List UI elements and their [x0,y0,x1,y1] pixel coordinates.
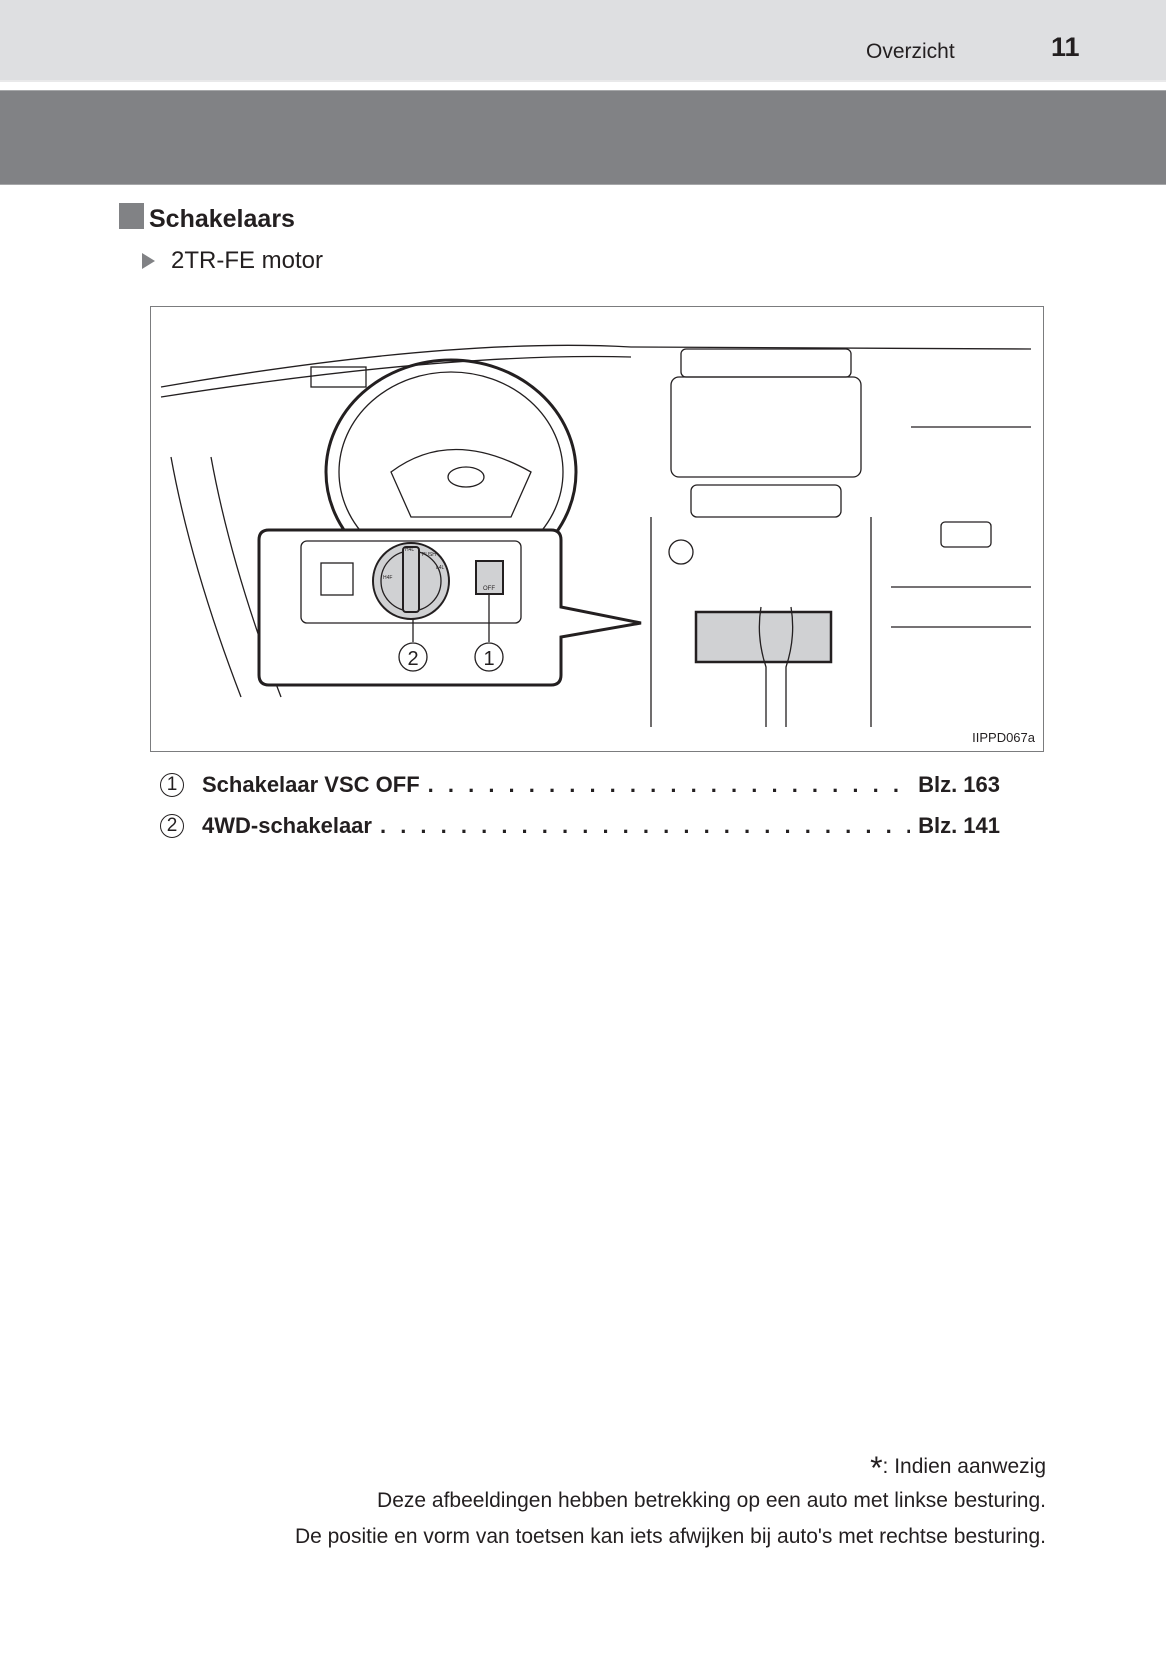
page-number: 11 [1051,32,1080,62]
title-band [0,90,1166,185]
subheading-text: 2TR-FE motor [171,247,324,274]
section-heading: Schakelaars [149,205,295,233]
figure-code: IIPPD067a [972,730,1035,745]
item-page-ref[interactable]: Blz. 163 [918,772,1000,797]
dial-label: H4F [383,575,392,581]
dashboard-drawing: 2 1 OFF H4F H4L PUSH L4L [160,344,1032,727]
subheading: 2TR-FE motor [142,247,323,275]
item-label: 4WD-schakelaar [202,813,372,838]
item-label: Schakelaar VSC OFF [202,772,420,797]
header-band [0,0,1166,82]
leader-dots [380,813,910,839]
triangle-bullet-icon [142,253,155,269]
list-item: 2 4WD-schakelaar Blz. 141 [160,813,1000,839]
list-item: 1 Schakelaar VSC OFF Blz. 163 [160,772,1000,798]
callout-2: 2 [407,648,418,670]
item-number: 1 [160,773,184,797]
section-title: Overzicht [866,40,955,63]
heading-square-icon [119,203,144,229]
item-page-ref[interactable]: Blz. 141 [918,813,1000,838]
vsc-off-label: OFF [483,586,495,592]
dial-label: H4L [405,547,414,553]
callout-1: 1 [483,648,494,670]
leader-dots [428,772,910,798]
dial-label: L4L [436,565,445,571]
dashboard-illustration: 2 1 OFF H4F H4L PUSH L4L IIPPD067a [150,306,1044,752]
footnote-line-2: De positie en vorm van toetsen kan iets … [294,1525,1046,1548]
footnote-line-1: Deze afbeeldingen hebben betrekking op e… [377,1489,1046,1512]
asterisk: * [870,1450,883,1486]
asterisk-note: : Indien aanwezig [882,1455,1046,1478]
dial-label: PUSH [422,552,436,558]
footnote-optional: *: Indien aanwezig [870,1450,1046,1487]
item-number: 2 [160,814,184,838]
